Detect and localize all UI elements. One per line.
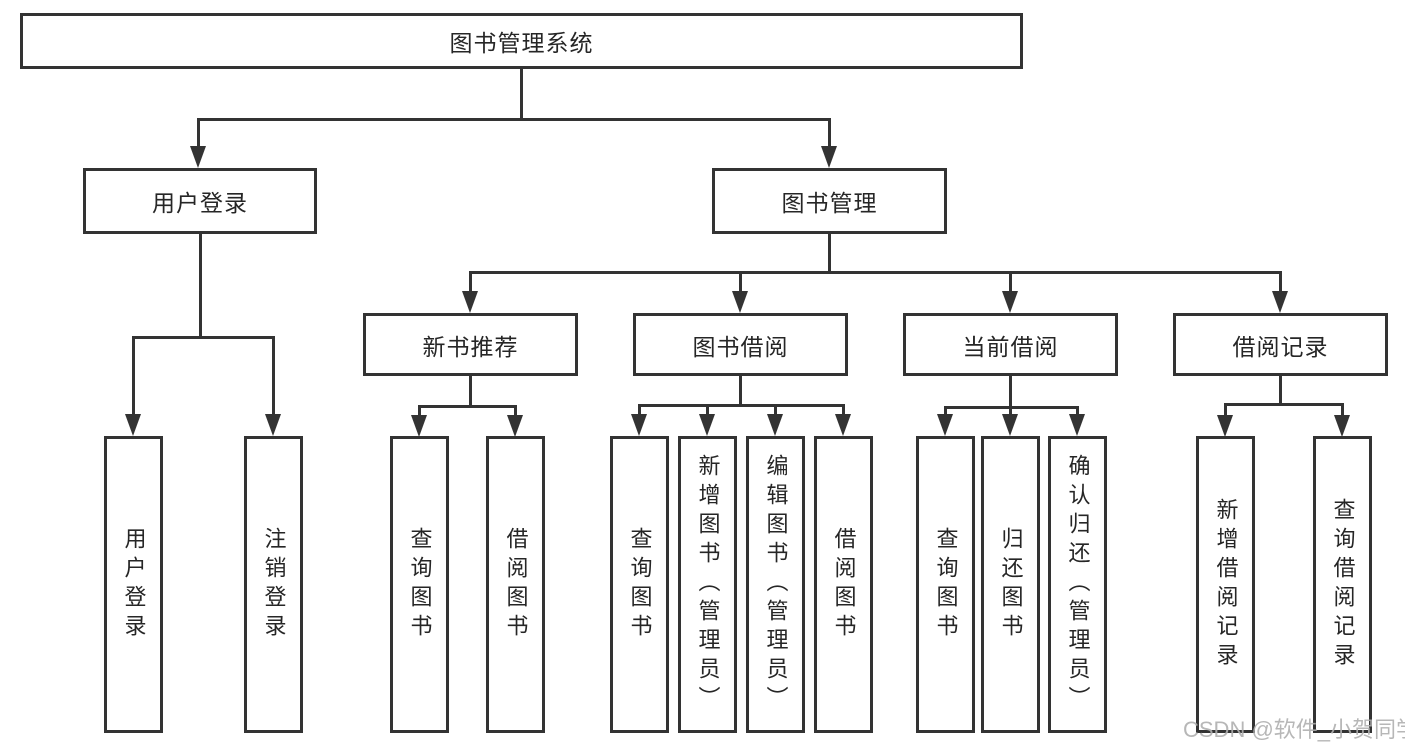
leaf-rec-query-books: 查询图书 <box>390 436 449 733</box>
arrowhead-leaf-login <box>125 414 141 436</box>
connector-drop-leaf-logout <box>272 336 275 414</box>
leaf-query-borrow-record: 查询借阅记录 <box>1313 436 1372 733</box>
leaf-rec-query-books-label: 查询图书 <box>407 526 433 643</box>
connector-root-branch <box>197 118 831 121</box>
connector-book-borrow-branch <box>638 404 845 407</box>
leaf-rec-borrow-books-label: 借阅图书 <box>503 526 529 643</box>
connector-drop-cur-confirm <box>1076 406 1079 414</box>
leaf-logout-label: 注销登录 <box>261 526 287 643</box>
leaf-bor-add-books-admin: 新增图书（管理员） <box>678 436 737 733</box>
arrowhead-bor-edit <box>767 414 783 436</box>
node-user-login: 用户登录 <box>83 168 317 234</box>
arrowhead-borrow-records <box>1272 291 1288 313</box>
connector-user-login-branch <box>132 336 275 339</box>
connector-drop-cur-query <box>944 406 947 414</box>
node-user-login-label: 用户登录 <box>152 190 248 216</box>
arrowhead-rec-borrow <box>507 415 523 437</box>
leaf-add-borrow-record-label: 新增借阅记录 <box>1213 497 1239 672</box>
arrowhead-new-book <box>462 291 478 313</box>
node-new-book-recommend: 新书推荐 <box>363 313 578 376</box>
arrowhead-rec-add-record <box>1217 415 1233 437</box>
connector-drop-current-borrow <box>1009 271 1012 292</box>
leaf-cur-confirm-return-admin: 确认归还（管理员） <box>1048 436 1107 733</box>
connector-new-book-branch <box>418 405 517 408</box>
connector-drop-book-borrow <box>739 271 742 292</box>
arrowhead-cur-query <box>937 414 953 436</box>
connector-drop-bor-query <box>638 404 641 414</box>
connector-drop-rec-query <box>418 405 421 415</box>
arrowhead-bor-borrow <box>835 414 851 436</box>
arrowhead-book-management <box>821 146 837 168</box>
connector-drop-borrow-records <box>1279 271 1282 292</box>
leaf-bor-query-books-label: 查询图书 <box>627 526 653 643</box>
connector-drop-leaf-login <box>132 336 135 414</box>
connector-user-login-stem <box>199 234 202 336</box>
leaf-bor-edit-books-admin-label: 编辑图书（管理员） <box>763 454 789 715</box>
arrowhead-user-login <box>190 146 206 168</box>
arrowhead-cur-return <box>1002 414 1018 436</box>
connector-drop-book-management <box>828 118 831 147</box>
node-current-borrowing-label: 当前借阅 <box>962 333 1059 360</box>
node-current-borrowing: 当前借阅 <box>903 313 1118 376</box>
node-book-management: 图书管理 <box>712 168 947 234</box>
connector-new-book-stem <box>469 376 472 408</box>
connector-drop-cur-return <box>1009 406 1012 414</box>
node-new-book-recommend-label: 新书推荐 <box>422 333 519 360</box>
leaf-query-borrow-record-label: 查询借阅记录 <box>1330 497 1356 672</box>
arrowhead-bor-add <box>699 414 715 436</box>
connector-book-borrow-stem <box>739 376 742 407</box>
leaf-bor-query-books: 查询图书 <box>610 436 669 733</box>
node-book-management-label: 图书管理 <box>781 190 878 216</box>
arrowhead-current-borrow <box>1002 291 1018 313</box>
arrowhead-book-borrow <box>732 291 748 313</box>
leaf-cur-return-books-label: 归还图书 <box>998 526 1024 643</box>
connector-drop-bor-edit <box>774 404 777 414</box>
leaf-bor-add-books-admin-label: 新增图书（管理员） <box>695 454 721 715</box>
node-book-borrowing: 图书借阅 <box>633 313 848 376</box>
leaf-user-login: 用户登录 <box>104 436 163 733</box>
connector-level3-branch <box>469 271 1282 274</box>
arrowhead-bor-query <box>631 414 647 436</box>
node-book-borrowing-label: 图书借阅 <box>692 333 789 360</box>
leaf-cur-return-books: 归还图书 <box>981 436 1040 733</box>
leaf-bor-borrow-books: 借阅图书 <box>814 436 873 733</box>
connector-drop-user-login <box>197 118 200 147</box>
arrowhead-rec-query <box>411 415 427 437</box>
csdn-watermark: CSDN @软件_小贺同学 <box>1183 717 1405 742</box>
leaf-user-login-label: 用户登录 <box>121 526 147 643</box>
connector-drop-rec-query-record <box>1341 403 1344 415</box>
connector-records-branch <box>1224 403 1344 406</box>
leaf-cur-confirm-return-admin-label: 确认归还（管理员） <box>1065 454 1091 715</box>
connector-drop-bor-add <box>706 404 709 414</box>
leaf-rec-borrow-books: 借阅图书 <box>486 436 545 733</box>
connector-root-stem <box>520 68 523 119</box>
node-borrow-records: 借阅记录 <box>1173 313 1388 376</box>
connector-drop-bor-borrow <box>842 404 845 414</box>
arrowhead-cur-confirm <box>1069 414 1085 436</box>
leaf-add-borrow-record: 新增借阅记录 <box>1196 436 1255 733</box>
connector-drop-rec-borrow <box>514 405 517 415</box>
leaf-logout: 注销登录 <box>244 436 303 733</box>
connector-records-stem <box>1279 376 1282 405</box>
connector-current-stem <box>1009 376 1012 408</box>
node-library-system-label: 图书管理系统 <box>449 30 594 56</box>
connector-drop-rec-add-record <box>1224 403 1227 415</box>
leaf-cur-query-books: 查询图书 <box>916 436 975 733</box>
leaf-cur-query-books-label: 查询图书 <box>933 526 959 643</box>
node-borrow-records-label: 借阅记录 <box>1232 333 1329 360</box>
connector-drop-new-book <box>469 271 472 292</box>
connector-book-management-stem <box>828 234 831 274</box>
leaf-bor-borrow-books-label: 借阅图书 <box>831 526 857 643</box>
node-library-system: 图书管理系统 <box>20 13 1023 69</box>
arrowhead-leaf-logout <box>265 414 281 436</box>
arrowhead-rec-query-record <box>1334 415 1350 437</box>
leaf-bor-edit-books-admin: 编辑图书（管理员） <box>746 436 805 733</box>
